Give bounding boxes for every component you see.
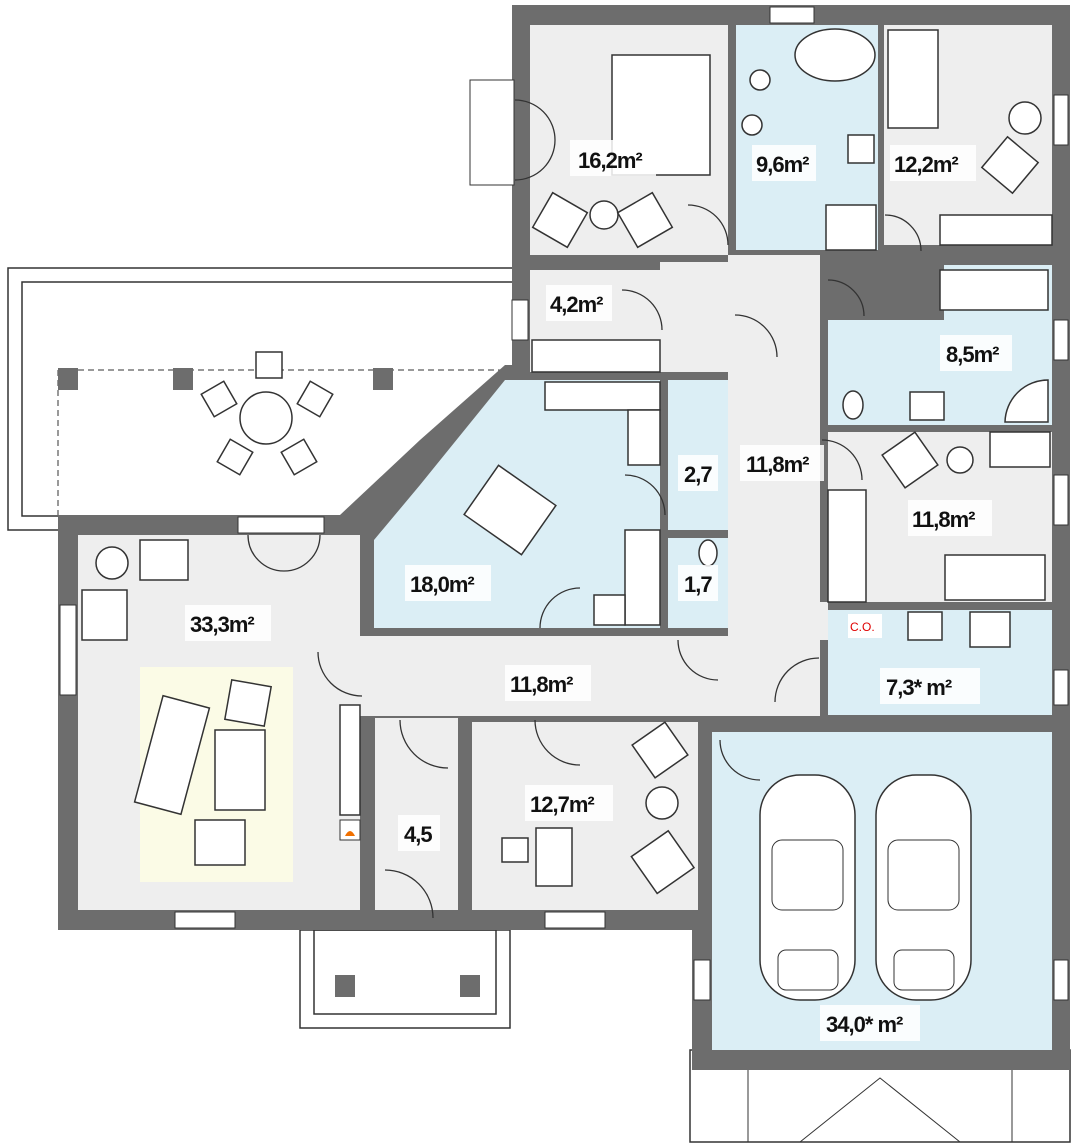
room-labels: 16,2m² 9,6m² 12,2m² 4,2m² 8,5m² 11,8m² 1… xyxy=(185,140,1012,1041)
wardrobe-closet xyxy=(531,339,661,373)
label-bedroom-main: 16,2m² xyxy=(578,148,642,173)
dining-table xyxy=(463,464,557,556)
kitchen-sink xyxy=(544,381,661,411)
coffee-table xyxy=(214,729,266,811)
label-boiler: 7,3* m² xyxy=(886,675,952,700)
label-hall-upper: 11,8m² xyxy=(746,452,809,477)
label-bathroom-upper: 9,6m² xyxy=(756,152,809,177)
label-bedroom-mid: 11,8m² xyxy=(912,507,975,532)
bed-mid xyxy=(944,554,1046,601)
label-bathroom-right: 8,5m² xyxy=(946,342,999,367)
label-office: 12,7m² xyxy=(530,792,594,817)
shower xyxy=(825,204,877,251)
desk xyxy=(535,827,573,887)
terrace-table xyxy=(239,391,293,445)
label-pantry: 2,7 xyxy=(684,462,712,487)
label-living: 33,3m² xyxy=(190,612,254,637)
label-hall-lower: 11,8m² xyxy=(510,672,573,697)
tv xyxy=(339,704,361,816)
single-bed xyxy=(887,29,939,129)
bathtub-right xyxy=(939,269,1049,311)
terrace xyxy=(7,267,514,531)
car-right xyxy=(875,774,972,1001)
porch xyxy=(299,929,511,1029)
label-bedroom-right: 12,2m² xyxy=(894,152,958,177)
furniture xyxy=(81,28,1053,1001)
label-wardrobe: 4,2m² xyxy=(550,292,603,317)
label-co: C.O. xyxy=(850,620,875,634)
label-garage: 34,0* m² xyxy=(826,1012,903,1037)
fireplace-icon xyxy=(345,831,355,836)
wardrobe-right xyxy=(939,214,1053,246)
label-kitchen: 18,0m² xyxy=(410,572,474,597)
stove xyxy=(627,409,661,466)
room-entry xyxy=(375,718,458,910)
sofa xyxy=(133,694,211,816)
doors xyxy=(247,99,922,919)
bathtub xyxy=(794,28,876,82)
label-wc: 1,7 xyxy=(684,572,712,597)
car-left xyxy=(759,774,856,1001)
windows xyxy=(59,6,1069,1001)
label-entry: 4,5 xyxy=(404,822,432,847)
